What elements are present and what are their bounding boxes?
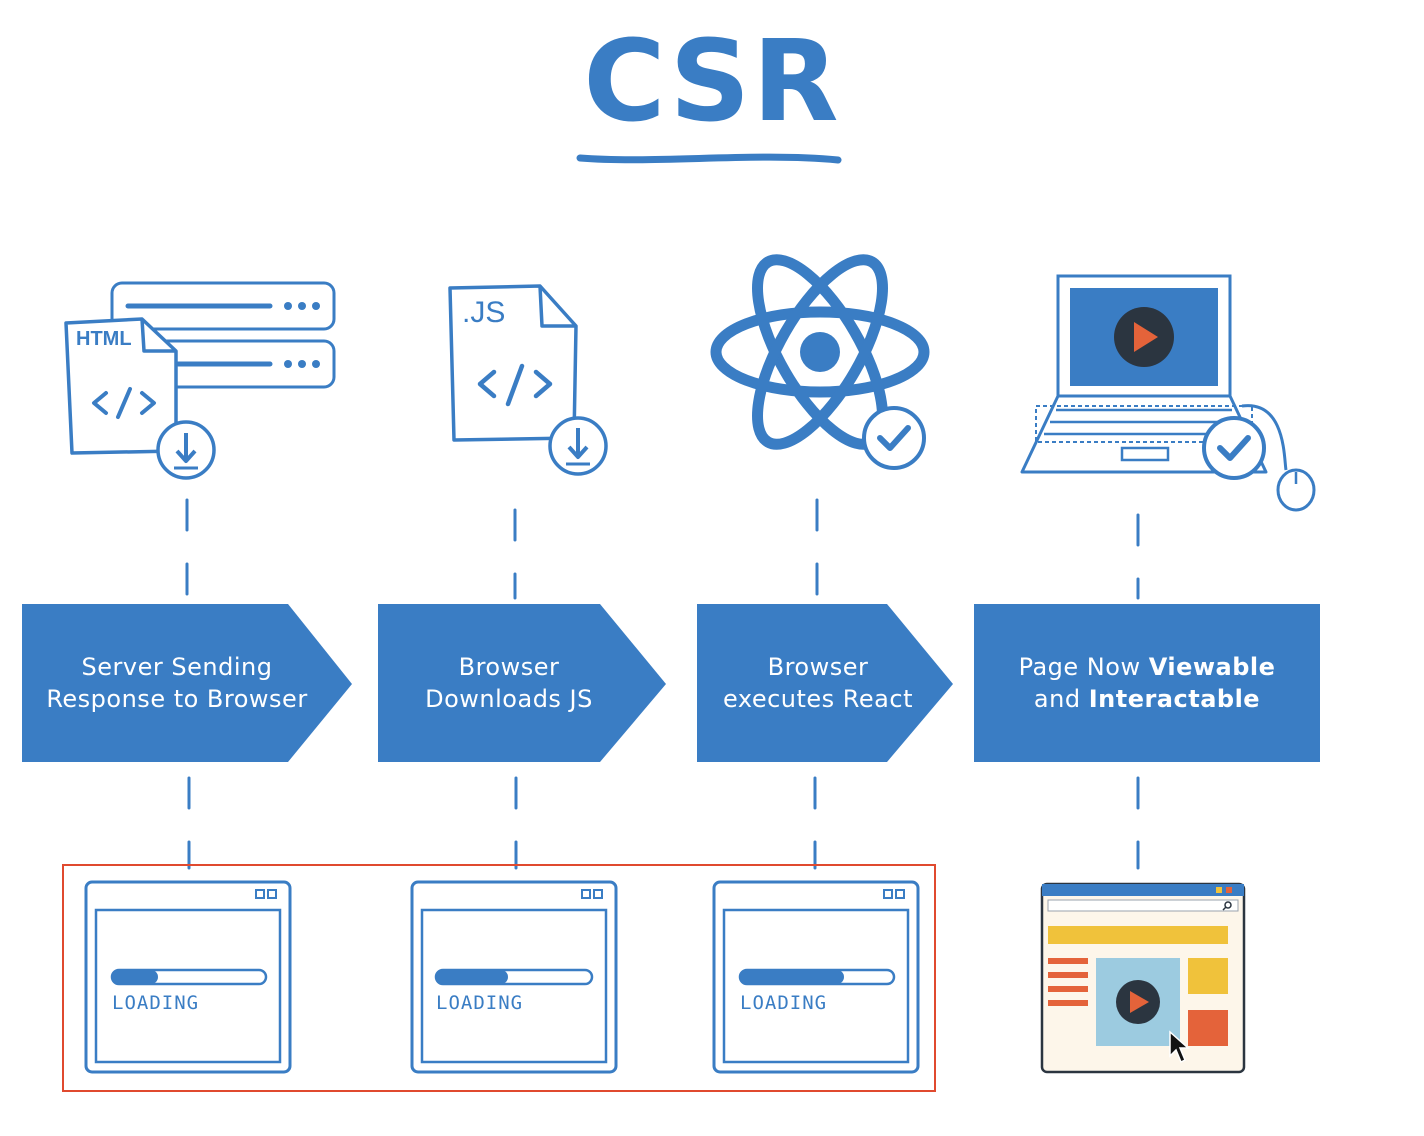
loading-highlight-box — [62, 864, 936, 1092]
step-4-label-line-1: Page Now Viewable — [1019, 651, 1276, 683]
step-4-label: Page Now Viewable and Interactable — [974, 604, 1320, 762]
react-icon — [710, 254, 930, 470]
laptop-icon — [1020, 274, 1316, 512]
title-underline — [576, 153, 842, 164]
cursor-icon — [1169, 1030, 1190, 1064]
step-4-line-1-bold: Viewable — [1148, 653, 1276, 681]
step-4-box — [974, 604, 1320, 762]
loading-label-1: LOADING — [112, 992, 200, 1014]
step-2-label: Browser Downloads JS — [425, 653, 593, 713]
dashed-connectors — [185, 498, 1140, 870]
loading-label-3: LOADING — [740, 992, 828, 1014]
step-3-label: Browser executes React — [723, 653, 913, 713]
interactive-webpage-illustration — [1040, 882, 1246, 1074]
html-server-icon — [64, 281, 336, 480]
loading-window-2 — [410, 880, 618, 1074]
step-1-label: Server Sending Response to Browser — [46, 653, 308, 713]
diagram-title: CSR — [583, 17, 841, 147]
step-2-arrow — [378, 604, 666, 762]
step-4-line-2-prefix: and — [1033, 685, 1089, 713]
step-4-line-1-prefix: Page Now — [1018, 653, 1149, 681]
loading-window-1 — [84, 880, 292, 1074]
step-3-arrow — [697, 604, 953, 762]
html-file-label: HTML — [76, 328, 132, 350]
js-file-icon — [448, 284, 608, 476]
step-4-label-line-2: and Interactable — [1034, 683, 1260, 715]
loading-label-2: LOADING — [436, 992, 524, 1014]
step-1-arrow — [22, 604, 352, 762]
loading-window-3 — [712, 880, 920, 1074]
step-4-line-2-bold: Interactable — [1088, 685, 1261, 713]
js-file-label: .JS — [462, 296, 506, 329]
